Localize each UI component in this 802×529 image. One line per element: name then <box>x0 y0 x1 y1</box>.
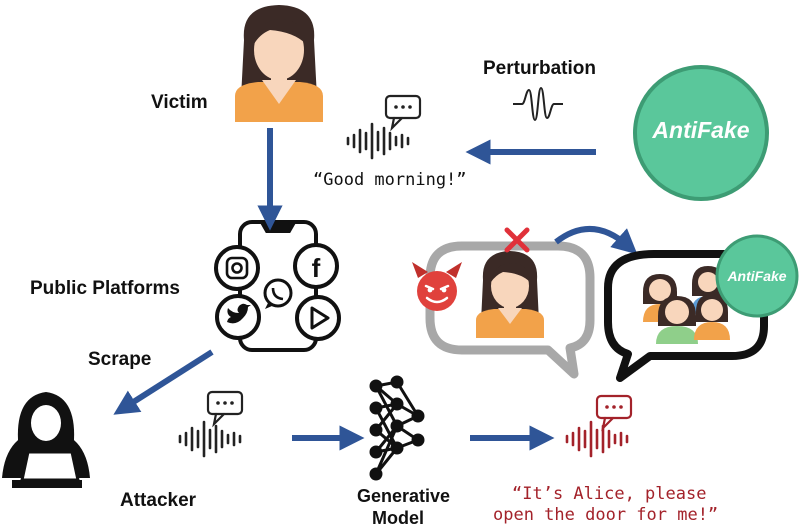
svg-text:f: f <box>312 253 321 283</box>
arrow-icon <box>113 349 214 415</box>
speech-waveform-icon <box>346 94 422 160</box>
public-platforms-label: Public Platforms <box>30 278 180 299</box>
victim-icon <box>476 251 544 338</box>
antifake-logo-text-large: AntiFake <box>652 117 750 143</box>
speech-waveform-icon <box>565 394 633 458</box>
scrape-label: Scrape <box>88 349 152 370</box>
speech-waveform-icon <box>178 390 244 458</box>
generative-model-label: Generative <box>357 486 451 506</box>
group-people-icon <box>643 266 730 344</box>
instagram-icon <box>214 245 260 291</box>
twitter-icon <box>215 294 261 340</box>
antifake-logo-large <box>633 65 769 201</box>
cross-mark-icon <box>504 227 530 253</box>
deepfake-quote-line2: open the door for me!” <box>493 505 719 525</box>
antifake-logo-small <box>715 234 799 318</box>
neural-network-icon <box>369 375 425 481</box>
perturbation-label: Perturbation <box>483 58 596 79</box>
perturbation-wave-icon <box>513 86 563 122</box>
good-morning-quote: “Good morning!” <box>313 170 467 190</box>
victim-label: Victim <box>151 92 208 113</box>
victim-icon <box>235 5 323 122</box>
hacker-icon <box>2 392 90 488</box>
youtube-icon <box>295 295 341 341</box>
deepfake-quote-line1: “It’s Alice, please <box>512 484 707 504</box>
whatsapp-icon <box>263 278 293 309</box>
generative-model-label-line2: Model <box>372 508 424 528</box>
arrow-icon <box>554 226 638 255</box>
devil-icon <box>412 262 462 311</box>
antifake-logo-text-small: AntiFake <box>727 268 787 284</box>
attacker-label: Attacker <box>120 490 197 511</box>
facebook-icon: f <box>293 243 339 289</box>
